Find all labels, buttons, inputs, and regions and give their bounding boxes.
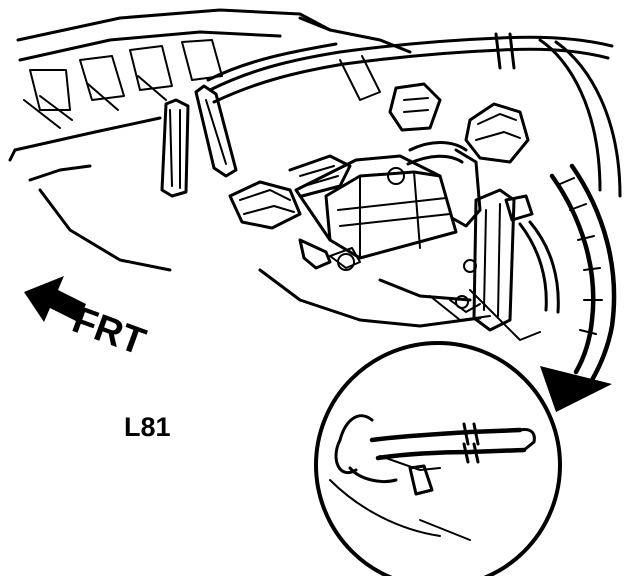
air-cleaner-box — [294, 154, 458, 270]
engine-block-lower — [258, 247, 482, 328]
detail-inset — [314, 341, 562, 576]
callout-arrowhead — [540, 366, 612, 412]
view-callout-arrow — [540, 163, 617, 412]
upper-hoses — [206, 16, 622, 198]
hose-bracket — [429, 188, 560, 341]
front-direction-indicator: FRT — [24, 276, 151, 364]
reservoir-filler — [406, 102, 530, 228]
front-label: FRT — [67, 299, 151, 364]
front-arrow-icon — [24, 276, 86, 322]
engine-code-label: L81 — [124, 412, 171, 442]
cylinder-head — [8, 8, 332, 272]
intake-assembly — [160, 84, 352, 230]
